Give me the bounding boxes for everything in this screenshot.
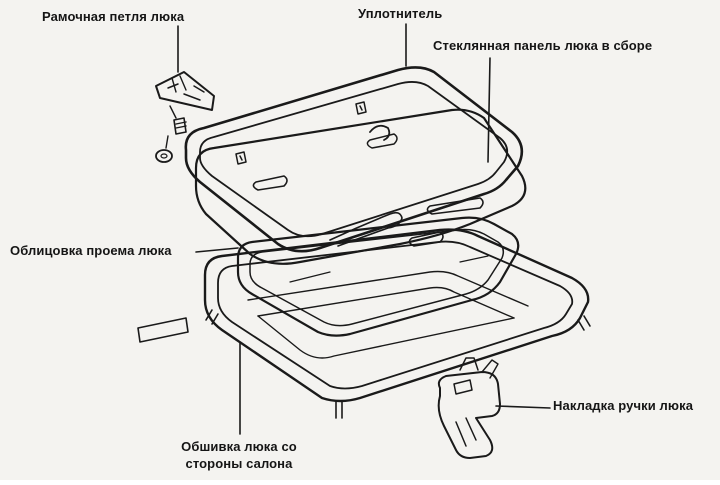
label-interior-trim: Обшивка люка со стороны салона <box>164 438 314 472</box>
leader-glass <box>487 57 491 163</box>
leader-lines <box>177 23 551 435</box>
glass-panel-assembly <box>194 108 527 265</box>
interior-trim-frame <box>137 228 591 419</box>
leader-lining <box>195 247 239 253</box>
label-interior-trim-line2: стороны салона <box>185 456 293 471</box>
leader-handle <box>495 405 551 409</box>
label-frame-hinge: Рамочная петля люка <box>42 9 185 24</box>
seal-gasket <box>184 66 524 253</box>
handle-cover <box>437 357 501 459</box>
label-glass-panel: Стеклянная панель люка в сборе <box>433 38 653 53</box>
label-handle-cover: Накладка ручки люка <box>553 398 694 413</box>
opening-lining <box>236 216 520 337</box>
label-interior-trim-line1: Обшивка люка со <box>181 439 297 454</box>
label-seal: Уплотнитель <box>358 6 443 21</box>
label-opening-lining: Облицовка проема люка <box>10 243 172 258</box>
frame-hinge <box>155 71 215 163</box>
